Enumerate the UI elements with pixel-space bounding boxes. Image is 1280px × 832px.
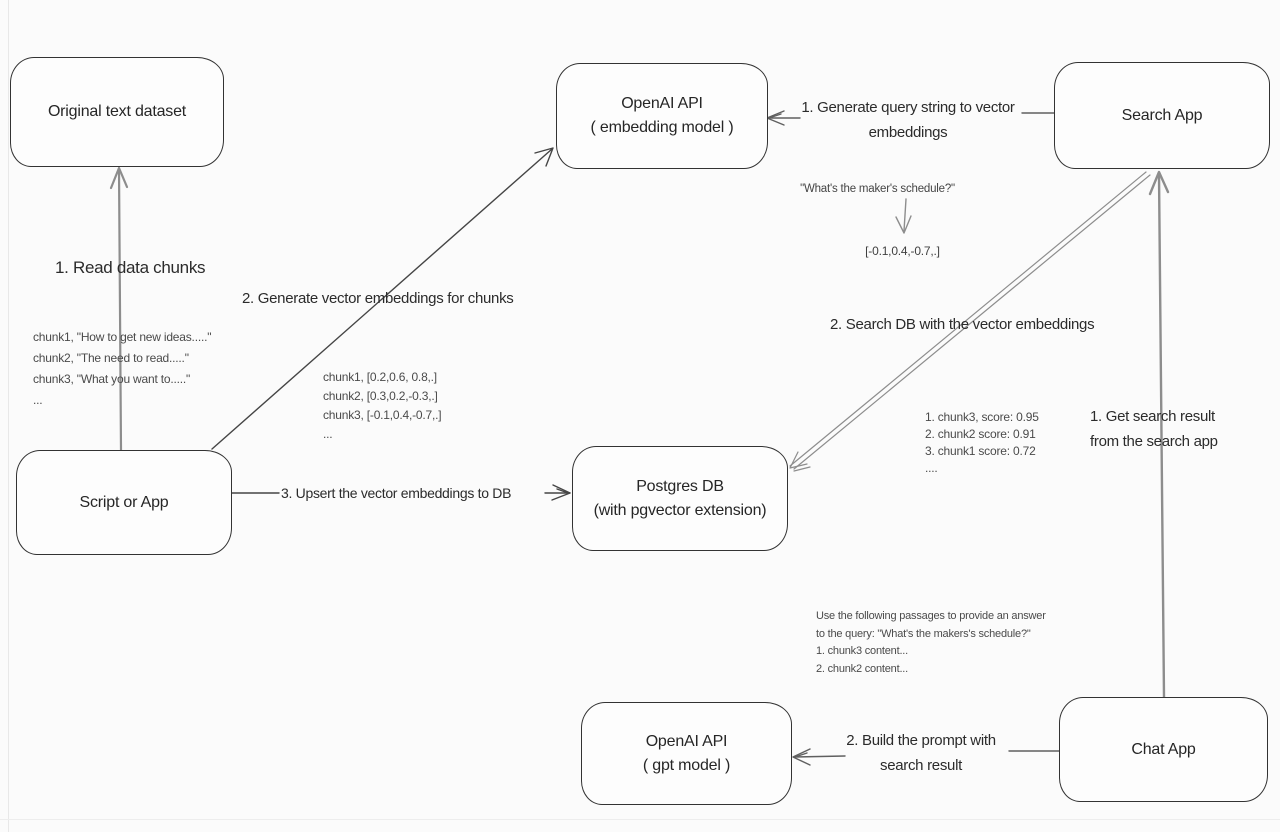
annotation-line: "What's the maker's schedule?": [800, 183, 955, 195]
annotation-line: chunk3, [-0.1,0.4,-0.7,.]: [323, 408, 442, 422]
annotation-line: ...: [323, 427, 333, 441]
annotation-line: to the query: "What's the makers's sched…: [816, 627, 1031, 640]
node-label: Chat App: [1131, 740, 1196, 758]
arrow-head: [794, 752, 808, 758]
arrow-line: [793, 174, 1151, 470]
canvas-left-edge-line: [8, 0, 9, 832]
edge-label-get-search-result: 1. Get search result from the search app: [1090, 404, 1218, 454]
arrow-head: [109, 166, 129, 190]
node-postgres-db: Postgres DB (with pgvector extension): [572, 446, 788, 551]
annotation-line: 3. chunk1 score: 0.72: [925, 444, 1036, 458]
arrow-build-prompt: [792, 748, 1060, 766]
arrow-line: [1157, 172, 1166, 699]
edge-label-read-data-chunks: 1. Read data chunks: [55, 258, 206, 277]
annotation-query-example: "What's the maker's schedule?": [790, 180, 965, 198]
node-script-or-app: Script or App: [16, 450, 232, 555]
annotation-chunk-texts: chunk1, "How to get new ideas....." chun…: [33, 327, 211, 411]
annotation-line: chunk3, "What you want to.....": [33, 372, 191, 386]
arrow-head: [1148, 170, 1170, 196]
node-openai-api-embedding: OpenAI API ( embedding model ): [556, 63, 768, 169]
edge-label-build-prompt: 2. Build the prompt with search result: [831, 728, 1011, 778]
arrow-read-data-chunks: [109, 166, 129, 452]
edge-label-line: embeddings: [868, 124, 948, 141]
annotation-line: chunk2, "The need to read.....": [33, 351, 189, 365]
annotation-line: chunk1, [0.2,0.6, 0.8,.]: [323, 370, 437, 384]
arrow-line: [793, 755, 846, 758]
edge-label-upsert-to-db: 3. Upsert the vector embeddings to DB: [281, 485, 512, 501]
annotation-line: 2. chunk2 content...: [816, 662, 909, 675]
node-label: Search App: [1121, 106, 1203, 124]
arrow-upsert-to-db: [230, 484, 571, 501]
annotation-prompt-example: Use the following passages to provide an…: [816, 608, 1046, 678]
edge-label-line: from the search app: [1090, 433, 1218, 450]
arrow-head: [556, 488, 569, 494]
arrow-head: [792, 748, 811, 766]
arrow-head: [793, 466, 811, 472]
node-title: Postgres DB: [636, 477, 724, 495]
canvas-bottom-edge-line: [0, 819, 1280, 820]
arrow-head: [768, 113, 782, 119]
node-chat-app: Chat App: [1059, 697, 1268, 802]
edge-label-search-db: 2. Search DB with the vector embeddings: [830, 316, 1095, 333]
arrow-line: [789, 171, 1147, 467]
node-label: Original text dataset: [47, 103, 187, 120]
annotation-line: 1. chunk3, score: 0.95: [925, 410, 1039, 424]
edge-label-line: search result: [880, 757, 962, 774]
annotation-line: 2. chunk2 score: 0.91: [925, 427, 1036, 441]
arrow-generate-embeddings: [211, 147, 554, 450]
annotation-query-vector: [-0.1,0.4,-0.7,.]: [815, 242, 990, 260]
node-search-app: Search App: [1054, 62, 1270, 169]
node-original-text-dataset: Original text dataset: [10, 57, 224, 167]
node-subtitle: ( gpt model ): [642, 756, 731, 774]
arrow-head: [551, 484, 571, 501]
arrow-get-search-result: [1148, 170, 1170, 699]
annotation-line: Use the following passages to provide an…: [816, 610, 1046, 622]
arrow-head: [789, 451, 808, 469]
annotation-chunk-vectors: chunk1, [0.2,0.6, 0.8,.] chunk2, [0.3,0.…: [323, 368, 442, 444]
arrow-query-example-to-vector: [895, 198, 912, 234]
node-title: OpenAI API: [621, 95, 703, 112]
arrow-head: [895, 215, 912, 234]
edge-label-line: 1. Generate query string to vector: [801, 99, 1015, 116]
node-subtitle: (with pgvector extension): [593, 501, 767, 519]
node-title: OpenAI API: [645, 732, 728, 750]
annotation-line: [-0.1,0.4,-0.7,.]: [865, 244, 940, 258]
annotation-line: 1. chunk3 content...: [816, 645, 909, 657]
arrow-line: [903, 198, 907, 232]
annotation-line: chunk2, [0.3,0.2,-0.3,.]: [323, 389, 438, 403]
annotation-line: ....: [925, 461, 938, 475]
node-openai-api-gpt: OpenAI API ( gpt model ): [581, 702, 792, 805]
edge-label-query-to-vector: 1. Generate query string to vector embed…: [788, 95, 1028, 145]
arrow-line: [211, 148, 553, 450]
arrow-line: [117, 167, 123, 452]
arrow-head: [534, 147, 554, 167]
edge-label-line: 2. Build the prompt with: [846, 732, 996, 749]
node-subtitle: ( embedding model ): [590, 119, 734, 136]
annotation-line: ...: [33, 393, 43, 407]
annotation-search-scores: 1. chunk3, score: 0.95 2. chunk2 score: …: [925, 409, 1039, 477]
annotation-line: chunk1, "How to get new ideas.....": [33, 330, 212, 344]
arrow-search-db: [789, 171, 1151, 472]
edge-label-line: 1. Get search result: [1090, 408, 1215, 425]
node-label: Script or App: [79, 493, 169, 511]
edge-label-generate-embeddings: 2. Generate vector embeddings for chunks: [242, 290, 514, 307]
